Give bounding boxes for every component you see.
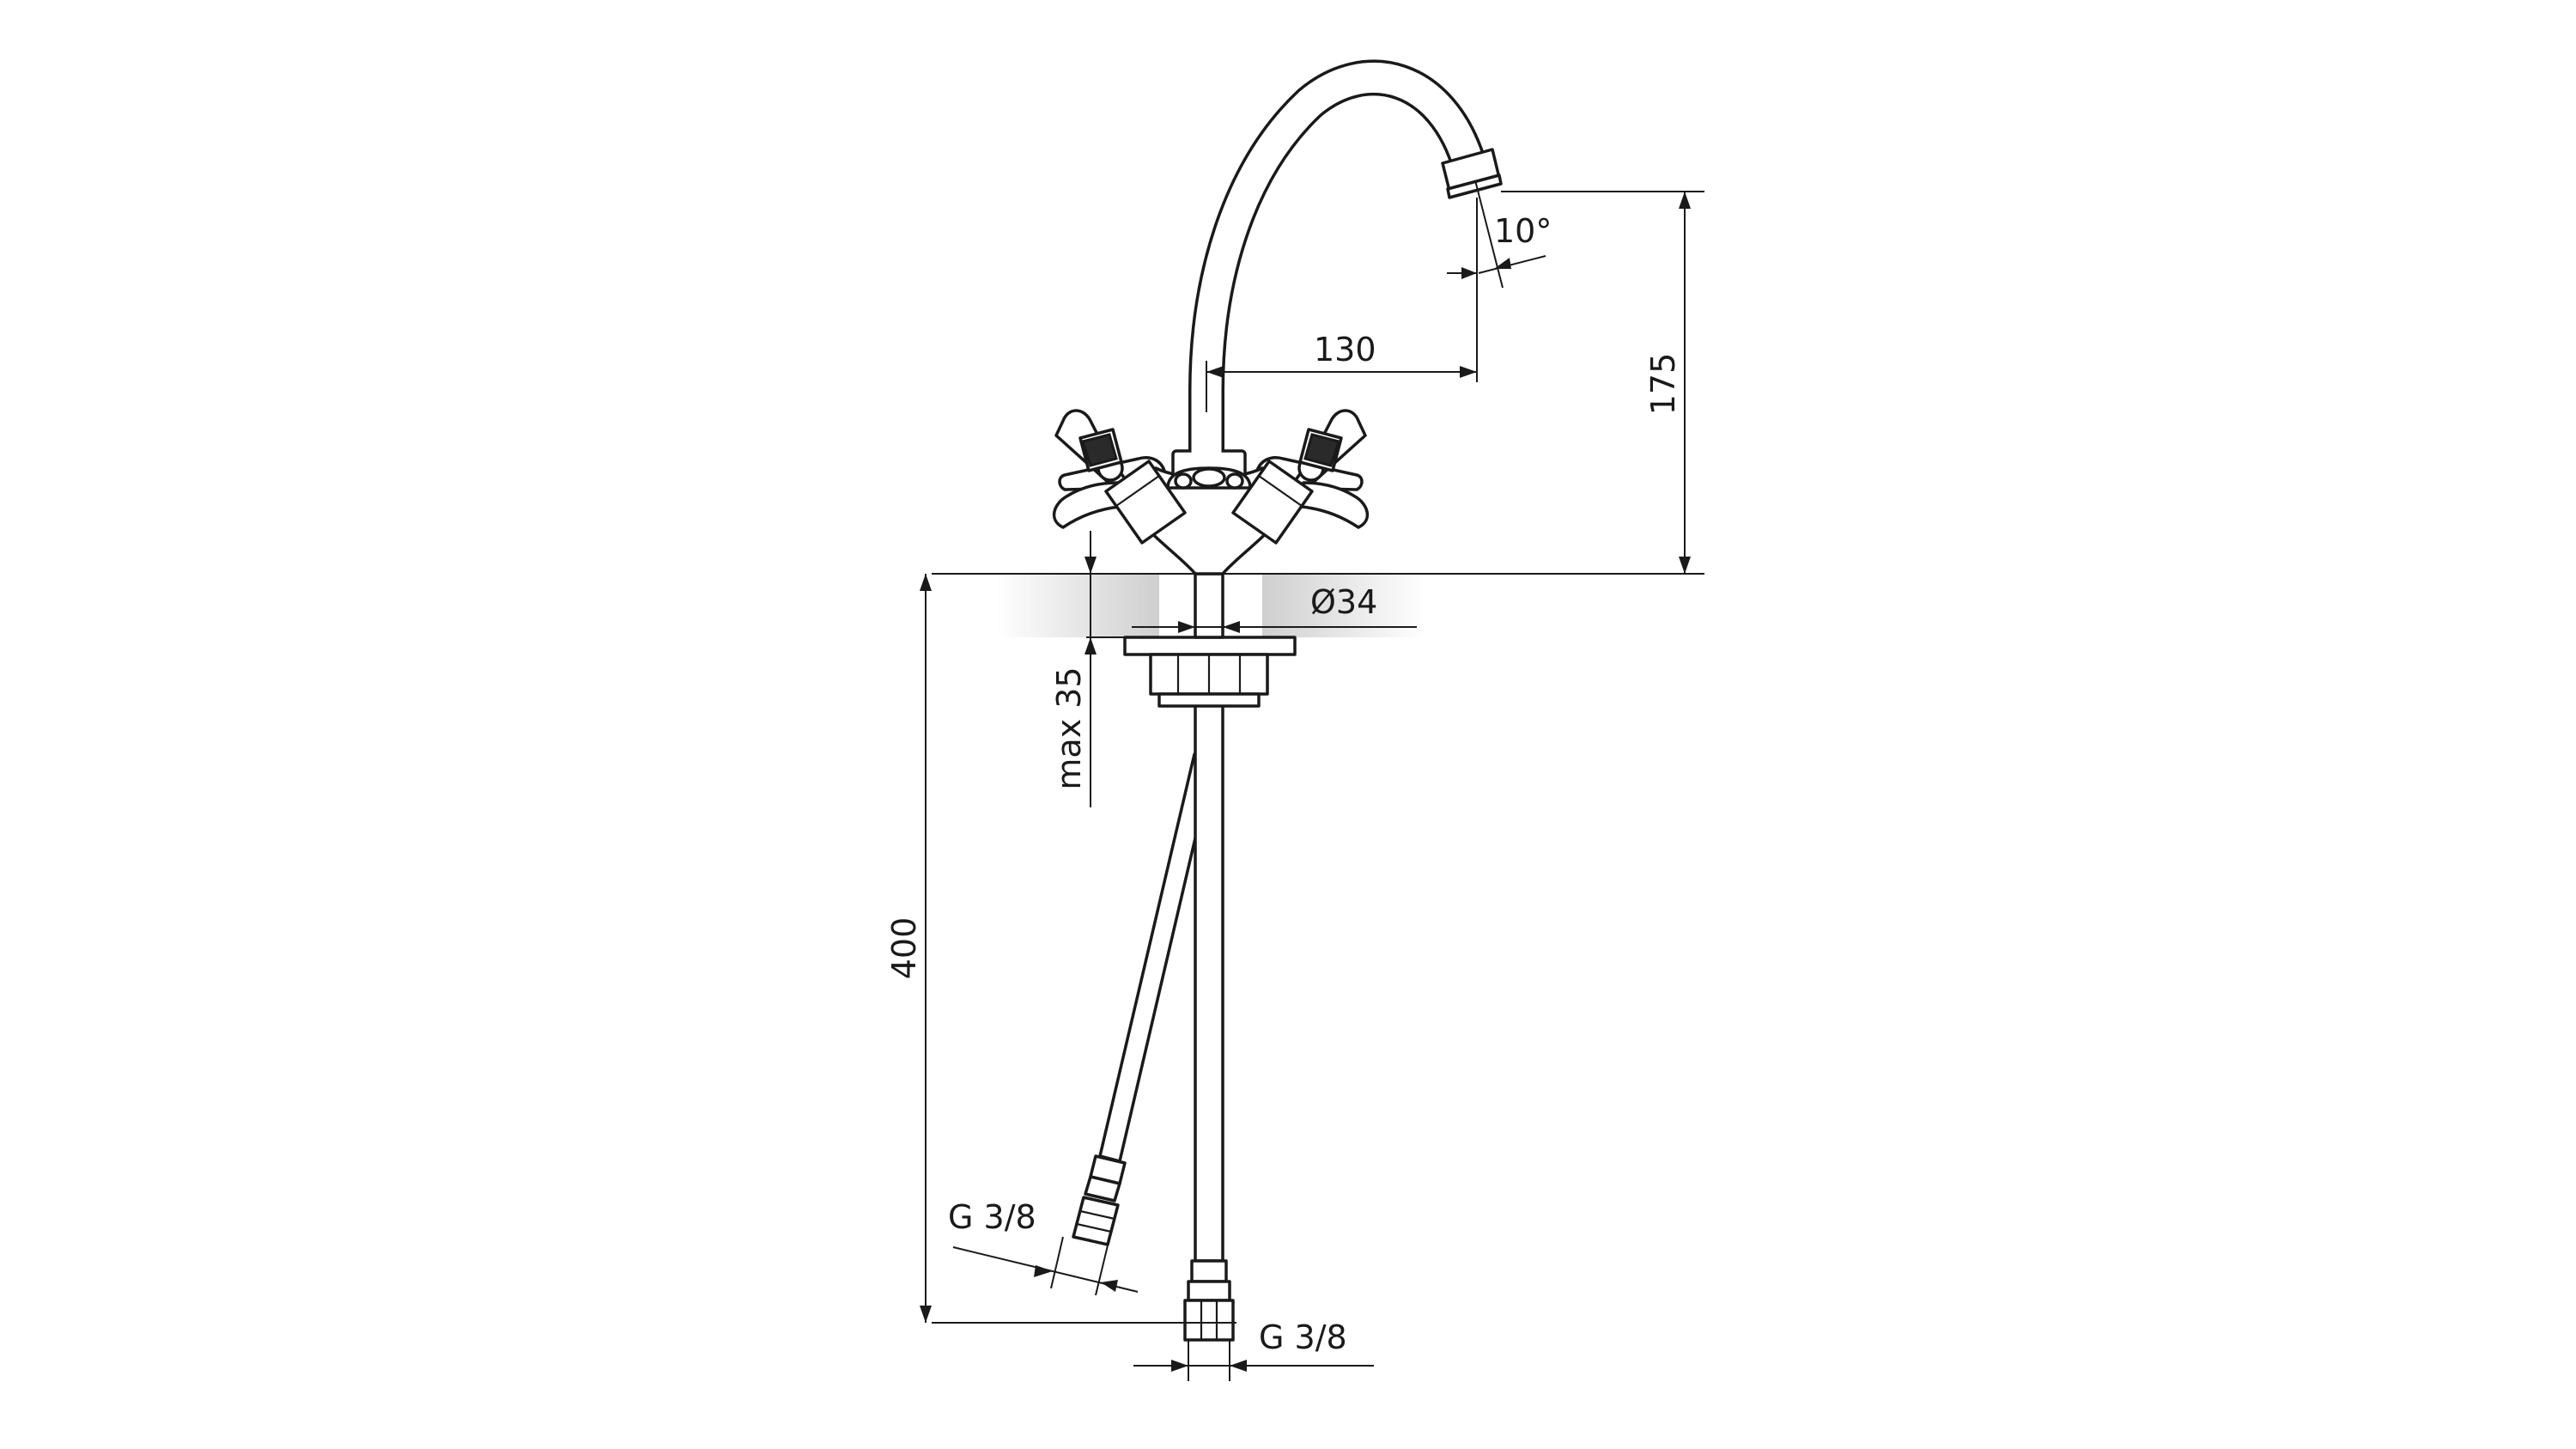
spout-base xyxy=(1166,449,1252,490)
hose-thread-bottom-label: G 3/8 xyxy=(1259,1318,1347,1356)
dimension-labels: 130 175 10° Ø34 max 35 400 G 3/8 G 3/8 xyxy=(885,212,1682,1356)
dimension-lines xyxy=(920,180,1704,1381)
spout-height-label: 175 xyxy=(1644,353,1682,416)
spout-reach-label: 130 xyxy=(1314,331,1376,368)
flexible-hose-angled xyxy=(1072,752,1215,1246)
faucet xyxy=(1052,59,1503,1342)
flexible-hose-vertical xyxy=(1183,701,1235,1342)
aerator xyxy=(1441,148,1503,199)
spout-angle-label: 10° xyxy=(1494,212,1552,250)
max-thickness-label: max 35 xyxy=(1050,667,1088,789)
hose-thread-left-label: G 3/8 xyxy=(948,1198,1036,1236)
total-length-label: 400 xyxy=(885,917,923,980)
spout-tube xyxy=(1188,59,1488,454)
base-diameter-label: Ø34 xyxy=(1310,583,1377,621)
countertop-section xyxy=(996,574,1425,637)
valve-cartridges xyxy=(1104,460,1314,545)
